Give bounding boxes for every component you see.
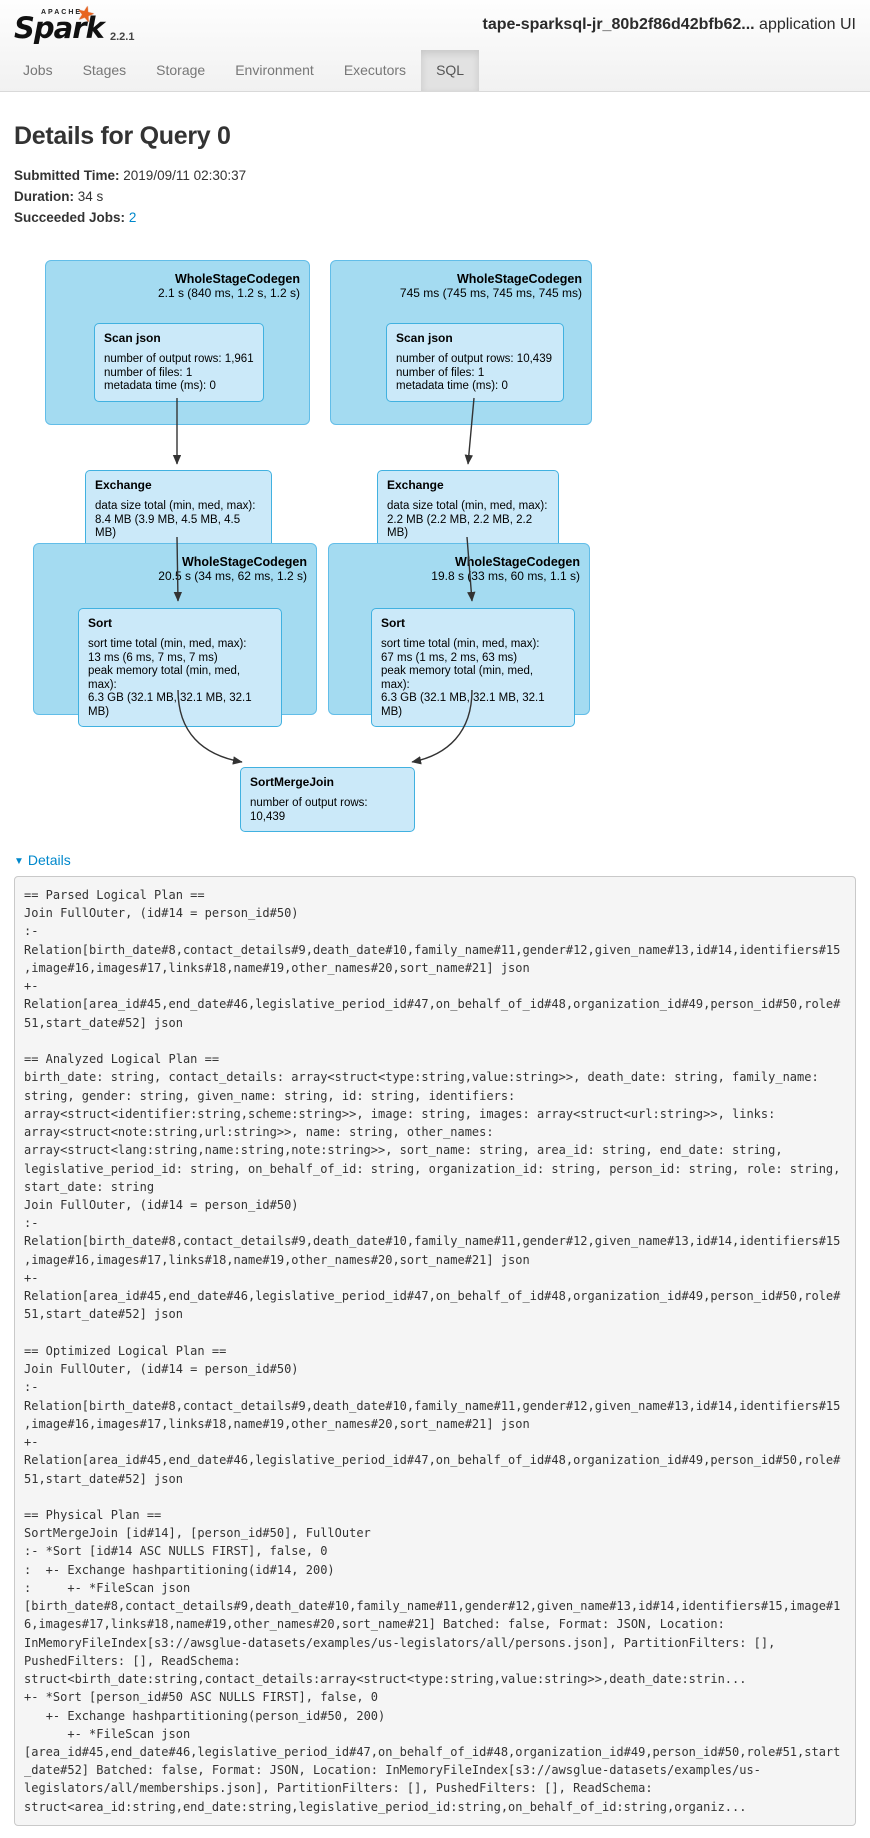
tab-environment-link[interactable]: Environment (235, 62, 314, 78)
cluster-name: WholeStageCodegen (456, 272, 582, 286)
duration-value: 34 s (77, 189, 104, 204)
details-toggle-label: Details (27, 852, 71, 868)
nav-bar: Jobs Stages Storage Environment Executor… (0, 50, 870, 91)
node-metric: 6.3 GB (32.1 MB, 32.1 MB, 32.1 MB) (381, 692, 545, 718)
submitted-time-value: 2019/09/11 02:30:37 (123, 168, 247, 183)
app-title-suffix: application UI (754, 16, 856, 33)
node-metric: sort time total (min, med, max): (88, 638, 247, 650)
tab-jobs[interactable]: Jobs (8, 50, 68, 91)
dag-cluster-wholestagecodegen-scan-left: WholeStageCodegen 2.1 s (840 ms, 1.2 s, … (45, 260, 310, 425)
duration-line: Duration: 34 s (14, 186, 856, 207)
dag-node-sort-left: Sort sort time total (min, med, max): 13… (78, 608, 282, 727)
cluster-name: WholeStageCodegen (454, 555, 580, 569)
node-metric: metadata time (ms): 0 (396, 380, 508, 392)
duration-label: Duration: (14, 189, 74, 204)
tab-executors-link[interactable]: Executors (343, 62, 407, 78)
collapse-arrow-icon: ▼ (14, 856, 24, 867)
details-toggle[interactable]: ▼Details (14, 852, 71, 868)
node-metric: 8.4 MB (3.9 MB, 4.5 MB, 4.5 MB) (95, 513, 241, 540)
node-metric: peak memory total (min, med, max): (88, 665, 241, 691)
node-metric: number of output rows: 10,439 (396, 353, 552, 365)
node-metric: 67 ms (1 ms, 2 ms, 63 ms) (381, 651, 518, 664)
submitted-time-line: Submitted Time: 2019/09/11 02:30:37 (14, 165, 856, 186)
dag-node-scan-json-right: Scan json number of output rows: 10,439 … (386, 323, 564, 402)
dag-cluster-wholestagecodegen-sort-left: WholeStageCodegen 20.5 s (34 ms, 62 ms, … (33, 543, 317, 727)
dag-node-exchange-left: Exchange data size total (min, med, max)… (85, 470, 272, 549)
node-metric: 13 ms (6 ms, 7 ms, 7 ms) (88, 651, 218, 664)
node-metric: metadata time (ms): 0 (104, 380, 216, 392)
node-title: SortMergeJoin (250, 775, 335, 789)
cluster-timing: 745 ms (745 ms, 745 ms, 745 ms) (399, 286, 582, 300)
node-title: Sort (88, 616, 112, 630)
node-metric: number of output rows: 1,961 (104, 353, 254, 365)
node-metric: 6.3 GB (32.1 MB, 32.1 MB, 32.1 MB) (88, 692, 252, 718)
app-name: tape-sparksql-jr_80b2f86d42bfb62... (482, 16, 755, 33)
node-metric: 2.2 MB (2.2 MB, 2.2 MB, 2.2 MB) (387, 513, 533, 540)
tab-sql[interactable]: SQL (421, 50, 480, 91)
cluster-name: WholeStageCodegen (181, 555, 307, 569)
tab-storage[interactable]: Storage (141, 50, 220, 91)
node-metric: number of files: 1 (104, 366, 193, 379)
app-title: tape-sparksql-jr_80b2f86d42bfb62... appl… (483, 16, 857, 50)
node-title: Scan json (396, 331, 453, 345)
apache-label: APACHE (41, 9, 83, 16)
submitted-time-label: Submitted Time: (14, 168, 120, 183)
tab-jobs-link[interactable]: Jobs (23, 62, 53, 78)
page-title: Details for Query 0 (14, 122, 231, 150)
dag-cluster-wholestagecodegen-scan-right: WholeStageCodegen 745 ms (745 ms, 745 ms… (330, 260, 592, 425)
node-metric: data size total (min, med, max): (95, 500, 256, 512)
succeeded-jobs-line: Succeeded Jobs: 2 (14, 207, 856, 228)
node-metric: number of files: 1 (396, 366, 485, 379)
node-metric: number of output rows: 10,439 (250, 797, 368, 823)
node-metric: data size total (min, med, max): (387, 500, 548, 512)
dag-node-sort-right: Sort sort time total (min, med, max): 67… (371, 608, 575, 727)
details-section: ▼Details == Parsed Logical Plan == Join … (14, 852, 856, 1826)
node-title: Sort (381, 616, 405, 630)
node-metric: sort time total (min, med, max): (381, 638, 540, 650)
query-plan-dag: WholeStageCodegen 2.1 s (840 ms, 1.2 s, … (0, 250, 870, 832)
tab-environment[interactable]: Environment (220, 50, 329, 91)
cluster-timing: 20.5 s (34 ms, 62 ms, 1.2 s) (158, 569, 307, 583)
node-title: Scan json (104, 331, 161, 345)
cluster-timing: 2.1 s (840 ms, 1.2 s, 1.2 s) (157, 286, 300, 300)
cluster-timing: 19.8 s (33 ms, 60 ms, 1.1 s) (431, 569, 580, 583)
succeeded-jobs-link[interactable]: 2 (128, 210, 137, 225)
tab-stages[interactable]: Stages (68, 50, 142, 91)
tab-sql-link[interactable]: SQL (421, 50, 480, 91)
node-title: Exchange (95, 478, 152, 492)
dag-node-exchange-right: Exchange data size total (min, med, max)… (377, 470, 559, 549)
cluster-name: WholeStageCodegen (174, 272, 300, 286)
node-title: Exchange (387, 478, 444, 492)
node-metric: peak memory total (min, med, max): (381, 665, 534, 691)
dag-cluster-wholestagecodegen-sort-right: WholeStageCodegen 19.8 s (33 ms, 60 ms, … (328, 543, 590, 727)
dag-node-scan-json-left: Scan json number of output rows: 1,961 n… (94, 323, 264, 402)
succeeded-jobs-label: Succeeded Jobs: (14, 210, 126, 225)
tab-stages-link[interactable]: Stages (82, 62, 127, 78)
dag-node-sortmergejoin: SortMergeJoin number of output rows: 10,… (240, 767, 415, 832)
tab-executors[interactable]: Executors (329, 50, 421, 91)
tab-storage-link[interactable]: Storage (156, 62, 206, 78)
spark-wordmark: Spark (14, 11, 105, 45)
spark-version: 2.2.1 (110, 31, 135, 43)
query-plan-text: == Parsed Logical Plan == Join FullOuter… (14, 876, 856, 1826)
main-content: Details for Query 0 Submitted Time: 2019… (0, 122, 870, 228)
